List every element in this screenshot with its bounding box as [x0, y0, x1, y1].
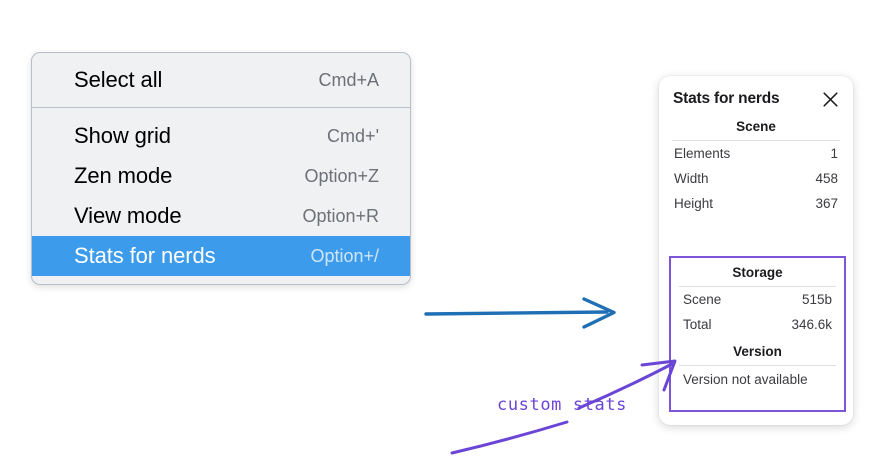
- menu-group-1: Select all Cmd+A: [32, 53, 410, 107]
- stat-label: Total: [683, 317, 712, 332]
- stat-value: 458: [815, 171, 838, 186]
- menu-item-stats-for-nerds[interactable]: Stats for nerds Option+/: [32, 236, 410, 276]
- stats-for-nerds-panel[interactable]: Stats for nerds Scene Elements 1 Width 4…: [659, 76, 853, 425]
- stat-label: Elements: [674, 146, 731, 161]
- menu-item-label: Show grid: [74, 123, 171, 148]
- purple-underline-stroke: [450, 420, 569, 455]
- context-menu[interactable]: Select all Cmd+A Show grid Cmd+' Zen mod…: [31, 52, 411, 285]
- stat-value: 515b: [801, 292, 832, 307]
- stat-label: Scene: [683, 292, 722, 307]
- version-text: Version not available: [683, 372, 808, 387]
- menu-item-label: Zen mode: [74, 163, 173, 188]
- menu-item-shortcut: Option+/: [310, 245, 379, 266]
- menu-item-label: Select all: [74, 67, 163, 92]
- divider: [679, 365, 836, 366]
- stat-value: 346.6k: [791, 317, 832, 332]
- version-section: Version Version not available: [671, 337, 844, 393]
- scene-section: Scene Elements 1 Width 458 Height 367: [659, 108, 853, 216]
- stat-row-width: Width 458: [662, 166, 850, 191]
- stat-label: Width: [674, 171, 709, 186]
- divider: [672, 140, 840, 141]
- menu-item-shortcut: Cmd+A: [318, 69, 379, 90]
- stat-value: 367: [815, 196, 838, 211]
- section-heading-scene: Scene: [736, 119, 776, 134]
- close-icon[interactable]: [822, 91, 839, 108]
- menu-item-label: View mode: [74, 203, 182, 228]
- stat-value: 1: [830, 146, 838, 161]
- purple-arrow-icon: [577, 359, 677, 410]
- storage-section: Storage Scene 515b Total 346.6k: [671, 258, 844, 337]
- menu-item-shortcut: Option+Z: [304, 165, 379, 186]
- divider: [679, 286, 836, 287]
- panel-title: Stats for nerds: [673, 90, 780, 107]
- stat-row-storage-total: Total 346.6k: [671, 312, 844, 337]
- section-heading-version: Version: [733, 344, 782, 359]
- menu-item-label: Stats for nerds: [74, 243, 216, 268]
- section-heading-storage: Storage: [732, 265, 783, 280]
- menu-item-select-all[interactable]: Select all Cmd+A: [32, 60, 410, 100]
- stat-row-elements: Elements 1: [662, 141, 850, 166]
- stat-label: Height: [674, 196, 714, 211]
- stat-row-height: Height 367: [662, 191, 850, 216]
- menu-item-shortcut: Cmd+': [327, 125, 379, 146]
- custom-stats-highlight-box: Storage Scene 515b Total 346.6k Version …: [669, 256, 846, 412]
- blue-arrow-icon: [424, 297, 616, 329]
- menu-separator: [32, 107, 410, 108]
- menu-item-zen-mode[interactable]: Zen mode Option+Z: [32, 156, 410, 196]
- panel-header: Stats for nerds: [659, 76, 853, 108]
- menu-item-show-grid[interactable]: Show grid Cmd+': [32, 116, 410, 156]
- menu-item-shortcut: Option+R: [302, 205, 379, 226]
- menu-group-2: Show grid Cmd+' Zen mode Option+Z View m…: [32, 108, 410, 276]
- menu-item-view-mode[interactable]: View mode Option+R: [32, 196, 410, 236]
- stat-row-storage-scene: Scene 515b: [671, 287, 844, 312]
